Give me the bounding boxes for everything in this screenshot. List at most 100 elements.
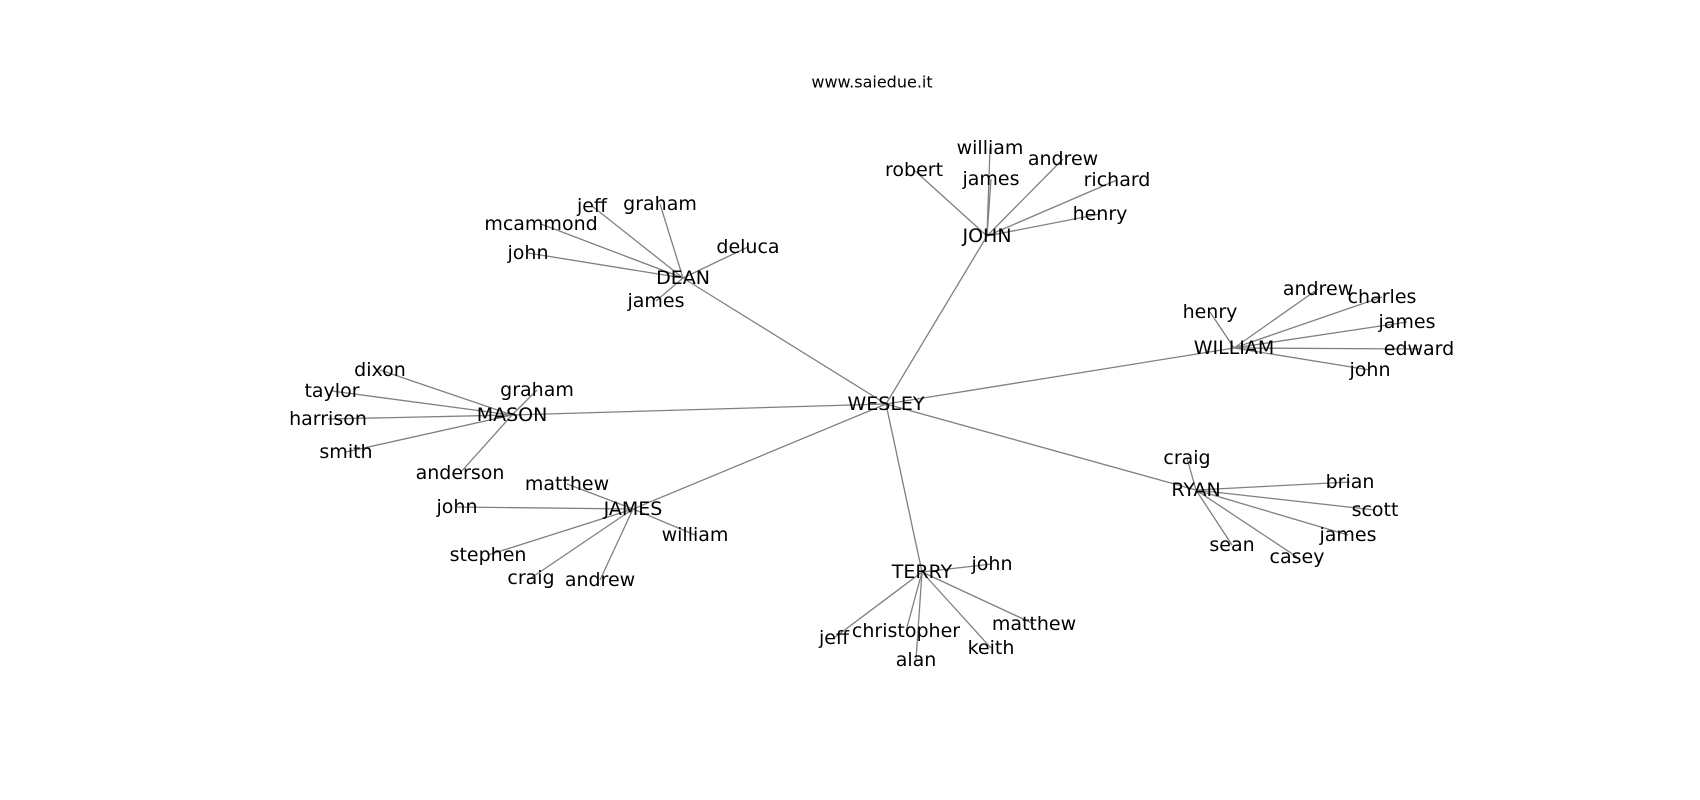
leaf-node-label-james-craig: craig — [507, 567, 554, 589]
leaf-node-label-terry-christopher: christopher — [852, 620, 960, 642]
leaf-node-label-mason-taylor: taylor — [304, 380, 359, 402]
leaf-node-label-ryan-scott: scott — [1352, 499, 1399, 521]
hub-node-label-dean: DEAN — [656, 267, 710, 289]
leaf-node-label-dean-jeff: jeff — [576, 195, 608, 217]
hub-node-label-mason: MASON — [477, 404, 548, 426]
edge-terry-matthew — [921, 571, 1035, 625]
edge-james-stephen — [487, 508, 634, 556]
edge-root-john — [885, 235, 988, 405]
graph-edges — [327, 147, 1420, 661]
leaf-node-label-dean-john: john — [507, 242, 549, 264]
edge-john-richard — [986, 179, 1118, 237]
leaf-node-label-dean-graham: graham — [623, 193, 697, 215]
edge-dean-jeff — [591, 205, 684, 279]
root-node-label: WESLEY — [847, 393, 924, 415]
edge-william-john — [1233, 347, 1371, 371]
edge-james-william — [632, 508, 696, 536]
leaf-node-label-terry-jeff: jeff — [818, 627, 850, 649]
leaf-node-label-james-matthew: matthew — [525, 473, 609, 495]
edge-root-william — [885, 347, 1235, 405]
edge-john-andrew — [986, 158, 1064, 237]
edge-terry-john — [921, 563, 993, 573]
edge-terry-jeff — [833, 571, 923, 639]
edge-terry-christopher — [905, 571, 923, 632]
leaf-node-label-dean-james: james — [626, 290, 684, 312]
edge-mason-anderson — [459, 414, 513, 474]
leaf-node-label-ryan-craig: craig — [1163, 447, 1210, 469]
leaf-node-label-terry-keith: keith — [968, 637, 1015, 659]
edge-john-james — [986, 178, 992, 237]
leaf-node-label-james-andrew: andrew — [565, 569, 635, 591]
edge-william-james — [1233, 321, 1408, 349]
edge-john-henry — [986, 213, 1101, 237]
edge-root-ryan — [885, 403, 1197, 491]
leaf-node-label-william-john: john — [1349, 359, 1391, 381]
edge-james-andrew — [599, 508, 634, 581]
edge-mason-taylor — [331, 390, 513, 416]
leaf-node-label-john-andrew: andrew — [1028, 148, 1098, 170]
leaf-node-label-ryan-casey: casey — [1270, 546, 1325, 568]
leaf-node-label-mason-smith: smith — [319, 441, 372, 463]
edge-ryan-scott — [1195, 489, 1376, 511]
leaf-node-label-william-edward: edward — [1384, 338, 1454, 360]
edge-root-dean — [682, 277, 887, 405]
hub-node-label-james: JAMES — [603, 498, 663, 520]
leaf-node-label-william-charles: charles — [1348, 286, 1417, 308]
edge-mason-harrison — [327, 414, 513, 420]
edge-james-john — [456, 506, 634, 510]
hub-node-label-william: WILLIAM — [1194, 337, 1275, 359]
leaf-node-label-john-robert: robert — [885, 159, 943, 181]
edge-dean-graham — [659, 203, 684, 279]
leaf-node-label-john-henry: henry — [1073, 203, 1128, 225]
leaf-node-label-mason-harrison: harrison — [289, 408, 367, 430]
edge-ryan-casey — [1195, 489, 1298, 558]
edge-william-andrew — [1233, 288, 1319, 349]
leaf-node-label-ryan-james: james — [1318, 524, 1376, 546]
leaf-node-label-james-john: john — [436, 496, 478, 518]
edge-ryan-sean — [1195, 489, 1233, 546]
leaf-node-label-terry-john: john — [971, 553, 1013, 575]
leaf-node-label-william-andrew: andrew — [1283, 278, 1353, 300]
edge-root-james — [632, 403, 887, 510]
leaf-node-label-james-stephen: stephen — [450, 544, 527, 566]
edge-ryan-brian — [1195, 481, 1351, 491]
leaf-node-label-john-richard: richard — [1084, 169, 1151, 191]
edge-root-terry — [885, 403, 923, 573]
edge-james-matthew — [566, 483, 634, 510]
leaf-node-label-william-henry: henry — [1183, 301, 1238, 323]
edge-terry-alan — [915, 571, 923, 661]
watermark-url: www.saiedue.it — [811, 73, 932, 92]
leaf-node-label-dean-mcammond: mcammond — [484, 213, 597, 235]
leaf-node-label-mason-dixon: dixon — [354, 359, 406, 381]
leaf-node-label-terry-matthew: matthew — [992, 613, 1076, 635]
edge-dean-john — [527, 252, 684, 279]
leaf-node-label-mason-graham: graham — [500, 379, 574, 401]
leaf-node-label-mason-anderson: anderson — [416, 462, 505, 484]
edge-william-henry — [1209, 311, 1235, 349]
edge-ryan-james — [1195, 489, 1349, 536]
edge-william-charles — [1233, 296, 1383, 349]
edge-william-edward — [1233, 347, 1420, 350]
leaf-node-label-ryan-sean: sean — [1209, 534, 1254, 556]
edge-dean-mcammond — [540, 223, 684, 279]
edge-john-robert — [913, 169, 988, 237]
edge-root-mason — [511, 403, 887, 416]
edge-james-craig — [530, 508, 634, 579]
edge-ryan-craig — [1186, 457, 1197, 491]
hub-node-label-ryan: RYAN — [1171, 479, 1220, 501]
leaf-node-label-john-james: james — [961, 168, 1019, 190]
edge-dean-deluca — [682, 246, 749, 279]
edge-mason-smith — [345, 414, 513, 453]
leaf-node-label-john-william: william — [957, 137, 1024, 159]
edge-mason-graham — [511, 389, 538, 416]
edge-mason-dixon — [379, 369, 513, 416]
leaf-node-label-terry-alan: alan — [896, 649, 937, 671]
graph-node-labels: WESLEYJOHNrobertwilliamjamesandrewrichar… — [289, 137, 1454, 671]
edge-terry-keith — [921, 571, 992, 649]
hub-node-label-john: JOHN — [961, 225, 1011, 247]
leaf-node-label-william-james: james — [1377, 311, 1435, 333]
leaf-node-label-dean-deluca: deluca — [716, 236, 779, 258]
leaf-node-label-ryan-brian: brian — [1326, 471, 1375, 493]
leaf-node-label-james-william: william — [662, 524, 729, 546]
